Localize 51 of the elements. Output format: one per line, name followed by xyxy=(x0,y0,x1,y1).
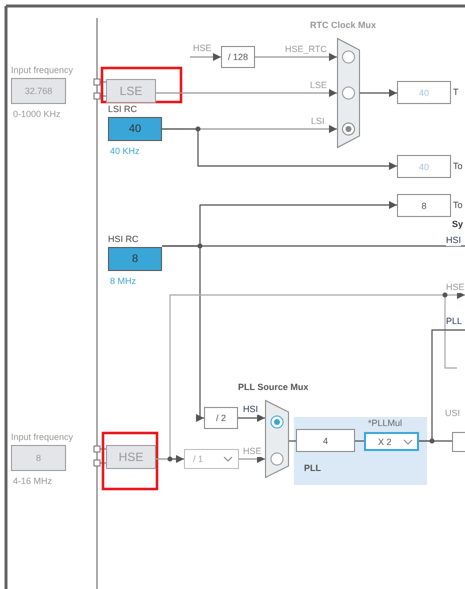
dropdown: X 2 xyxy=(364,432,419,451)
mux-title: PLL Source Mux xyxy=(238,382,308,393)
output-value-box: 40 xyxy=(397,155,451,178)
clock-source-box: HSE xyxy=(106,445,156,469)
edge-label: HSE_RTC xyxy=(285,44,327,55)
section-label: Sy xyxy=(452,219,464,230)
arrow xyxy=(238,414,265,422)
pll-panel xyxy=(294,417,427,485)
output-value-box: 40 xyxy=(397,81,451,104)
arrow xyxy=(155,291,465,460)
mux-title: RTC Clock Mux xyxy=(310,20,376,31)
caption-text: 4-16 MHz xyxy=(13,476,52,487)
arrow xyxy=(162,128,397,170)
edge-label: HSI xyxy=(243,404,258,415)
edge-label: LSE xyxy=(310,80,328,91)
caption-text: To xyxy=(453,161,463,172)
edge-label: HSI xyxy=(446,234,462,246)
value-box: 4 xyxy=(296,429,355,452)
caption-text: 8 MHz xyxy=(110,276,136,287)
caption-text: T xyxy=(453,87,458,98)
input-field: 32.768 xyxy=(11,78,66,104)
caption-text: To xyxy=(453,200,463,211)
oscillator-value-box: 8 xyxy=(108,247,162,271)
output-value-box: 8 xyxy=(397,194,451,217)
field-label: Input frequency xyxy=(11,65,74,76)
caption-text: 40 KHz xyxy=(110,146,140,157)
arrow xyxy=(156,89,337,97)
value-box: / 2 xyxy=(204,407,238,429)
field-label: Input frequency xyxy=(11,432,74,443)
value-box: / 128 xyxy=(221,46,255,68)
edge-label: LSI xyxy=(311,116,325,127)
clock-source-box: LSE xyxy=(106,79,156,103)
caption-text: 0-1000 KHz xyxy=(13,109,61,120)
arrow xyxy=(190,53,221,61)
field-label: *PLLMul xyxy=(368,418,402,429)
arrow xyxy=(162,245,204,422)
input-field: 8 xyxy=(11,445,66,471)
oscillator-value-box: 40 xyxy=(108,117,162,141)
arrow xyxy=(255,53,337,61)
panel-title: PLL xyxy=(304,463,321,474)
arrow xyxy=(360,89,397,97)
dropdown: / 1 xyxy=(184,449,239,469)
edge-label: HSE xyxy=(446,282,465,293)
caption-text: USI xyxy=(445,408,460,419)
edge-label: PLL xyxy=(446,316,462,327)
connector-line xyxy=(419,329,465,442)
edge-label: HSE xyxy=(243,446,262,457)
field-label: HSI RC xyxy=(108,234,139,245)
edge-label: HSE xyxy=(193,43,212,54)
field-label: LSI RC xyxy=(108,104,138,115)
arrow xyxy=(239,455,265,463)
